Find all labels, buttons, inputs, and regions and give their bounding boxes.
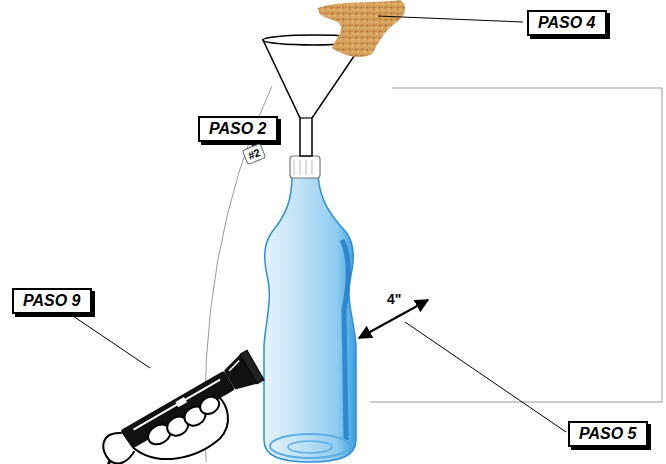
funnel-neck [300, 117, 312, 118]
step-callout: PASO 2 [198, 116, 278, 142]
step-label: PASO 9 [23, 292, 81, 309]
bottle-cap [290, 156, 320, 178]
step-label: PASO 5 [579, 425, 637, 442]
funnel [263, 40, 365, 156]
water-bottle [264, 176, 356, 462]
callout-number: #2 [242, 143, 267, 165]
leader-line [70, 314, 150, 368]
step-callout: PASO 9 [12, 288, 92, 314]
dimension-label: 4" [384, 290, 404, 308]
finger [197, 393, 222, 417]
flashlight [76, 350, 282, 464]
bottle-base [270, 434, 350, 458]
cap-ridges [294, 160, 312, 175]
thumb [98, 428, 136, 464]
leader-line [378, 16, 523, 22]
leader-line [405, 322, 566, 432]
step-label: PASO 2 [209, 120, 267, 137]
bottle-shade [342, 240, 348, 440]
bottle-base [288, 441, 332, 453]
step-callout: PASO 5 [568, 421, 648, 447]
step-callout: PASO 4 [527, 10, 607, 36]
filter-cloth [318, 0, 405, 57]
guide-line [370, 88, 662, 402]
step-label: PASO 4 [538, 14, 596, 31]
